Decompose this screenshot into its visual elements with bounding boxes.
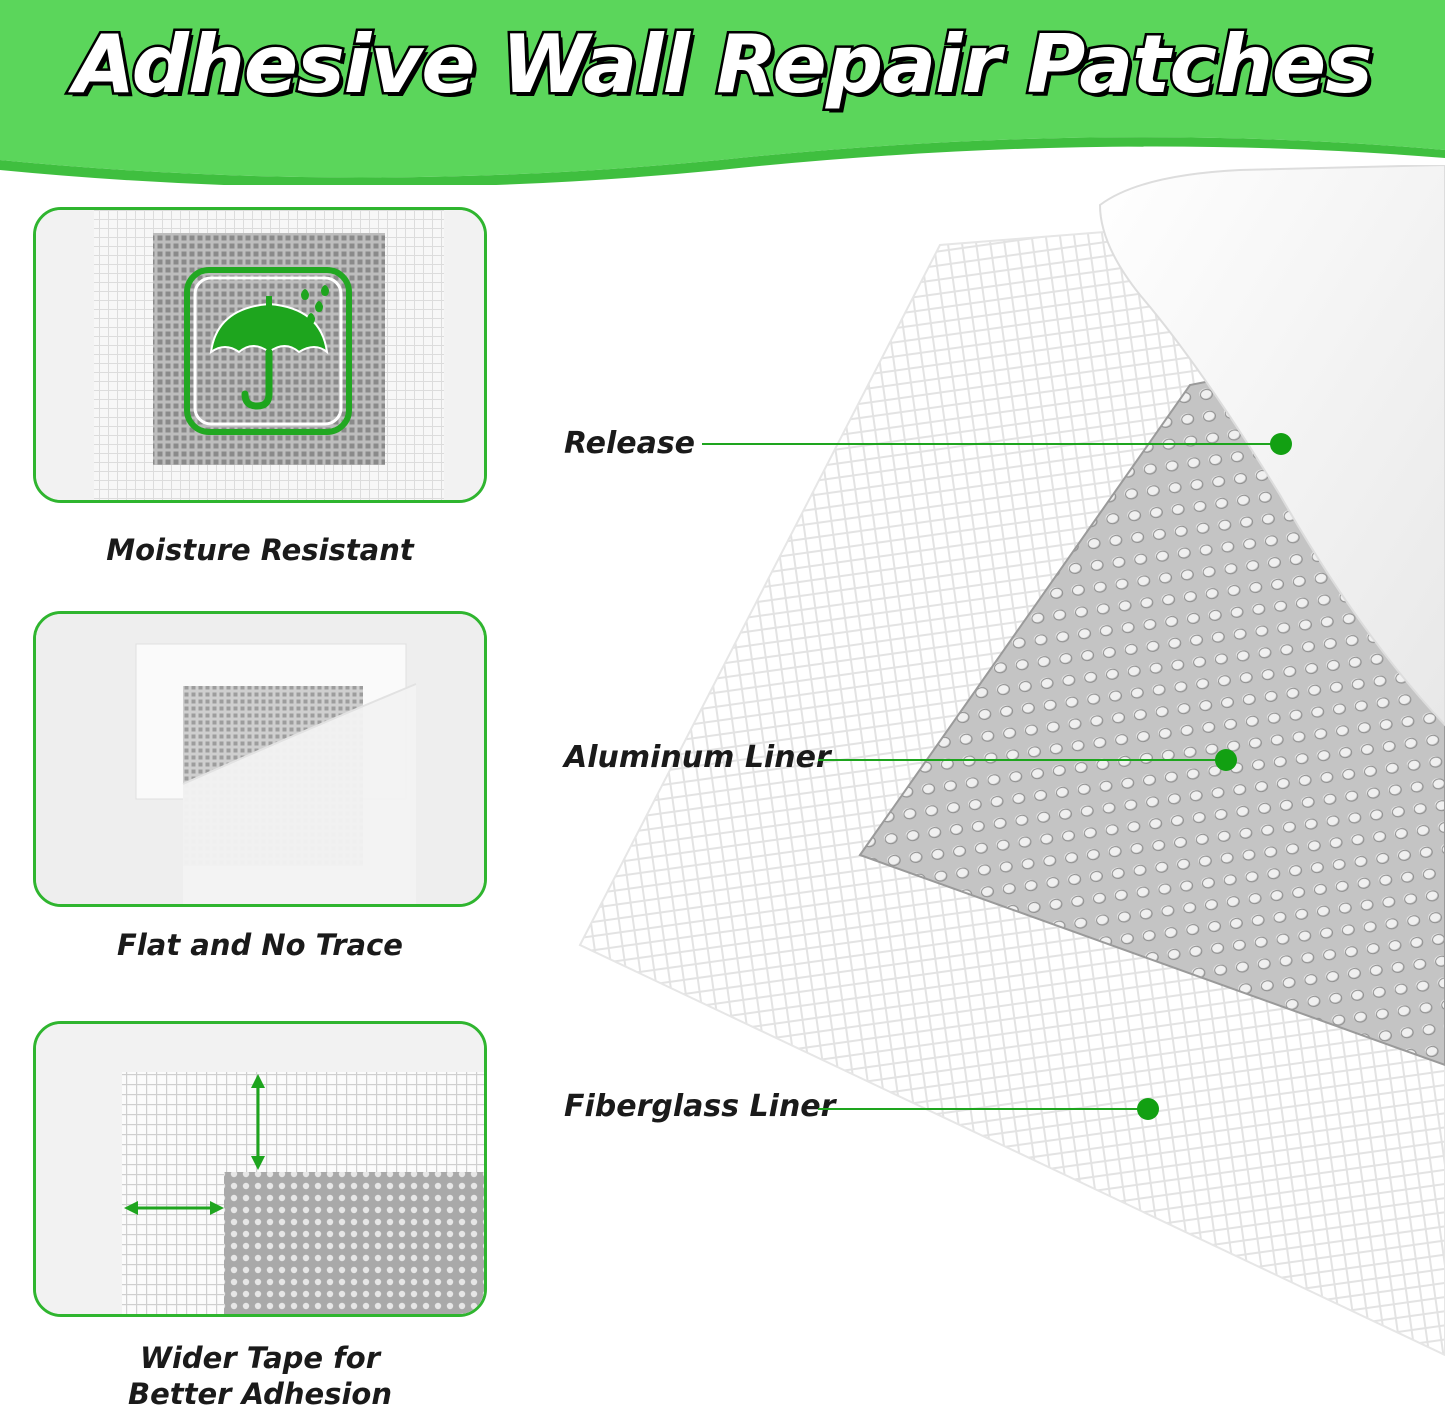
header-banner: Adhesive Wall Repair Patches: [0, 0, 1445, 185]
moisture-patch-illustration: [36, 210, 484, 500]
page-title: Adhesive Wall Repair Patches: [71, 16, 1376, 114]
patch-layers-illustration: [578, 165, 1445, 1357]
feature-caption-wider-tape-line2: Better Adhesion: [128, 1377, 392, 1411]
feature-card-moisture: [33, 207, 487, 503]
leader-line-release: [702, 443, 1278, 445]
umbrella-rain-icon: [184, 267, 352, 435]
width-arrows-icon: [36, 1024, 484, 1314]
marker-dot-fiberglass: [1137, 1098, 1159, 1120]
banner-background: [0, 0, 1445, 185]
feature-caption-flat: Flat and No Trace: [117, 928, 403, 962]
feature-card-wider-tape: [33, 1021, 487, 1317]
marker-dot-aluminum: [1215, 749, 1237, 771]
feature-card-flat: [33, 611, 487, 907]
layer-label-release: Release: [564, 426, 696, 461]
layer-label-fiberglass: Fiberglass Liner: [564, 1089, 836, 1124]
leader-line-aluminum: [818, 759, 1220, 761]
marker-dot-release: [1270, 433, 1292, 455]
patch-peel-icon: [36, 614, 484, 904]
feature-caption-moisture: Moisture Resistant: [106, 533, 414, 567]
leader-line-fiberglass: [818, 1108, 1142, 1110]
layer-label-aluminum: Aluminum Liner: [564, 740, 831, 775]
feature-caption-wider-tape-line1: Wider Tape for: [139, 1341, 381, 1375]
